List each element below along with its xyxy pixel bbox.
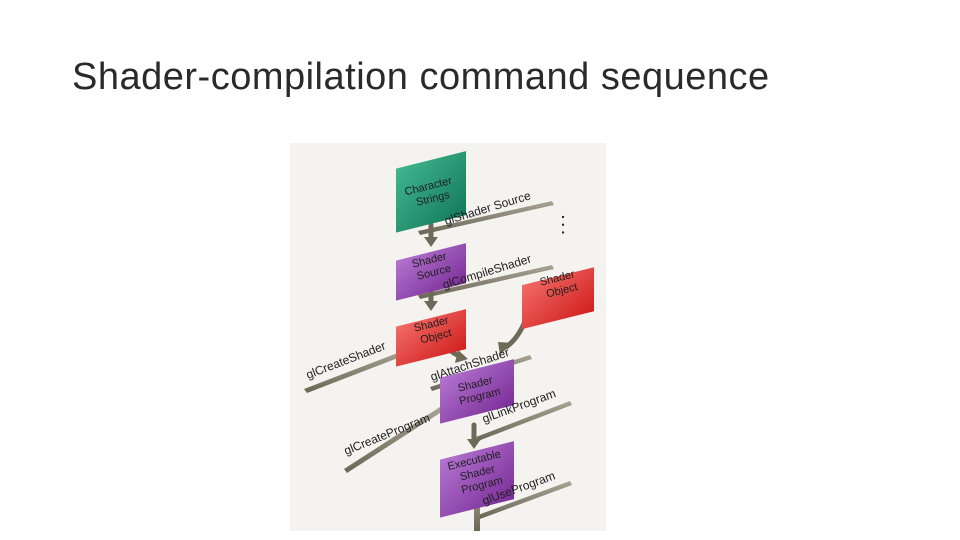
box-shader-object-left: Shader Object	[396, 309, 466, 366]
shader-pipeline-diagram: Character Strings Shader Source Shader O…	[290, 143, 606, 531]
box-shader-object-right: Shader Object	[522, 267, 594, 329]
label-create-program: glCreateProgram	[342, 411, 432, 458]
ellipsis-indicator: . . .	[559, 215, 575, 234]
slide-title: Shader-compilation command sequence	[72, 56, 770, 99]
diagram-canvas: Character Strings Shader Source Shader O…	[290, 143, 606, 531]
